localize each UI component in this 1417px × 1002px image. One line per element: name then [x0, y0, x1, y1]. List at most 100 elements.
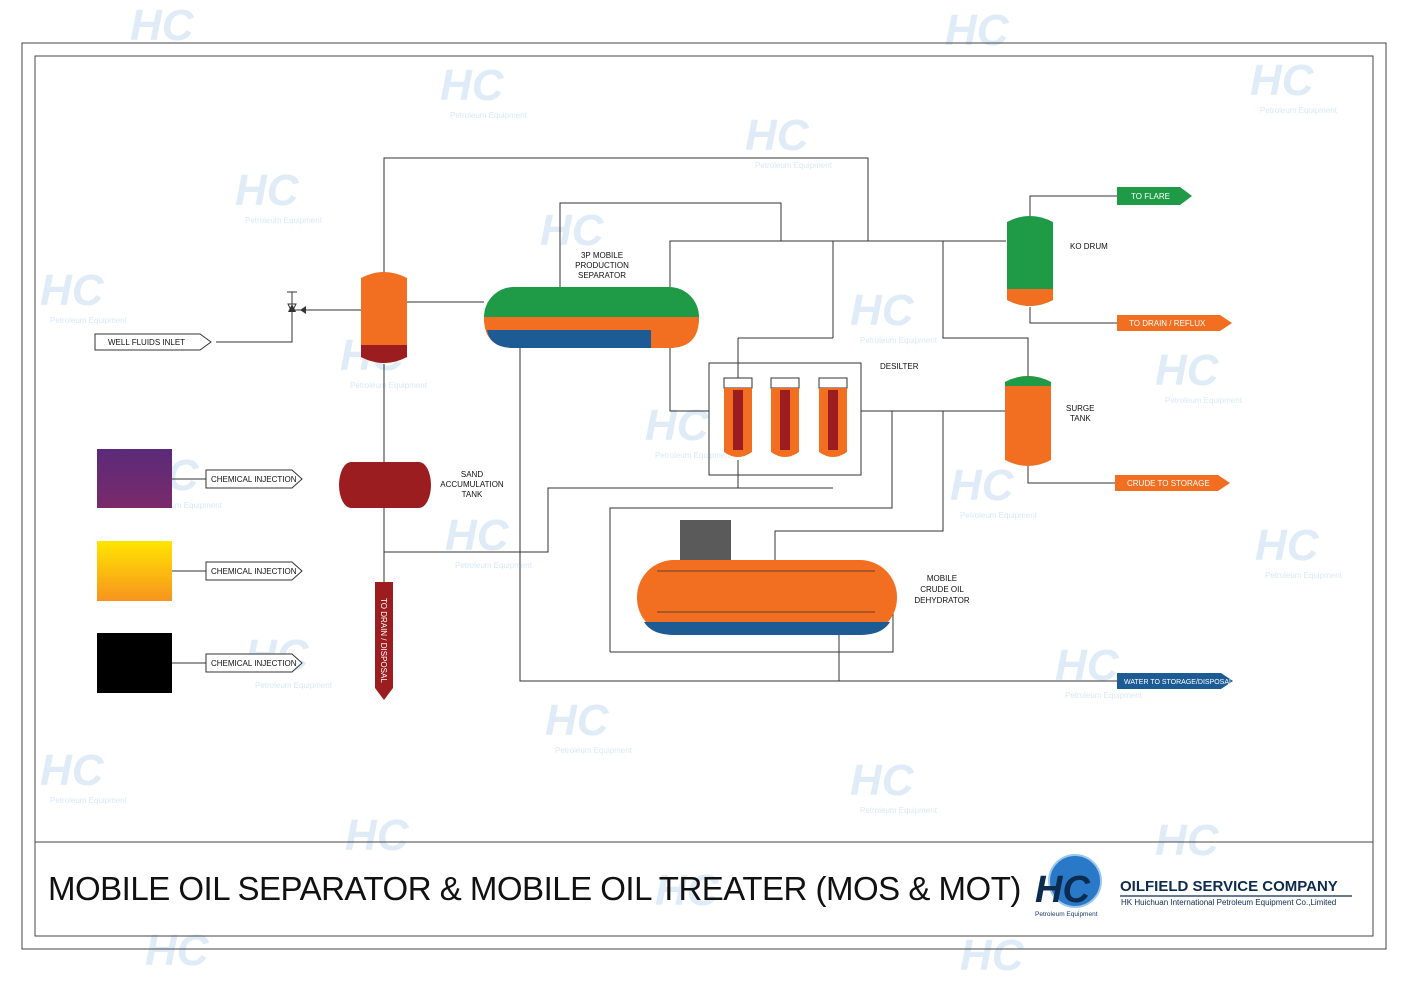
watermark: HC: [130, 1, 195, 50]
sand-tank-label-3: TANK: [462, 490, 483, 499]
label-text: CHEMICAL INJECTION: [211, 567, 297, 576]
three-phase-separator[interactable]: 3P MOBILE PRODUCTION SEPARATOR: [484, 251, 699, 348]
control-valve-icon[interactable]: [287, 291, 306, 314]
label-text: Petroleum Equipment: [960, 511, 1038, 520]
inlet-scrubber-vessel[interactable]: [361, 272, 407, 363]
desilter-cone: [723, 377, 753, 457]
label-text: HC: [40, 266, 105, 315]
label-text: HC: [1055, 641, 1120, 690]
to-drain-disposal-tag[interactable]: TO DRAIN / DISPOSAL: [375, 582, 393, 700]
label-text: HC: [445, 511, 510, 560]
outer-frame: [21, 42, 1387, 950]
desilter-unit[interactable]: DESILTER: [708, 362, 919, 476]
label-text: Petroleum Equipment: [1065, 691, 1143, 700]
sand-tank-label-2: ACCUMULATION: [440, 480, 504, 489]
label-text: TO DRAIN / REFLUX: [1129, 319, 1206, 328]
watermark: HC: [655, 866, 720, 915]
label-text: Petroleum Equipment: [50, 316, 128, 325]
surge-tank-label-1: SURGE: [1066, 404, 1094, 413]
logo-letters: HC: [1035, 869, 1090, 911]
label-text: CRUDE TO STORAGE: [1127, 479, 1210, 488]
label-text: HC: [1155, 346, 1220, 395]
label-text: Petroleum Equipment: [255, 681, 333, 690]
label-text: Petroleum Equipment: [145, 501, 223, 510]
watermark: HC: [1155, 816, 1220, 865]
label-text: HC: [950, 461, 1015, 510]
label-text: CHEMICAL INJECTION: [211, 659, 297, 668]
watermark: HC: [540, 206, 605, 255]
label-text: Petroleum Equipment: [1265, 571, 1343, 580]
label-text: HC: [1255, 521, 1320, 570]
company-name: OILFIELD SERVICE COMPANY: [1120, 878, 1338, 895]
label-text: Petroleum Equipment: [450, 111, 528, 120]
label-text: HC: [645, 401, 710, 450]
watermark: HC: [960, 931, 1025, 980]
label-text: Petroleum Equipment: [50, 796, 128, 805]
label-text: HC: [945, 6, 1010, 55]
surge-tank[interactable]: SURGE TANK: [1005, 376, 1094, 466]
label-text: Petroleum Equipment: [350, 381, 428, 390]
company-subtitle: HK Huichuan International Petroleum Equi…: [1121, 898, 1336, 907]
separator-label-3: SEPARATOR: [578, 271, 626, 280]
label-text: HC: [960, 931, 1025, 980]
separator-label-1: 3P MOBILE: [581, 251, 623, 260]
crude-to-storage-tag[interactable]: CRUDE TO STORAGE: [1115, 475, 1230, 491]
label-text: Petroleum Equipment: [655, 451, 733, 460]
chemical-injection-2[interactable]: CHEMICAL INJECTION: [97, 541, 303, 601]
label-text: HC: [850, 286, 915, 335]
label-text: HC: [850, 756, 915, 805]
inner-frame: [34, 55, 1374, 937]
label-text: HC: [1155, 816, 1220, 865]
label-text: HC: [145, 926, 210, 975]
desilter-cone: [770, 377, 800, 457]
sand-tank-label-1: SAND: [461, 470, 483, 479]
label-text: Petroleum Equipment: [455, 561, 533, 570]
label-text: Petroleum Equipment: [1260, 106, 1338, 115]
to-drain-reflux-tag[interactable]: TO DRAIN / REFLUX: [1117, 315, 1232, 331]
watermark: HC: [145, 926, 210, 975]
label-text: HC: [130, 1, 195, 50]
label-text: WATER TO STORAGE/DISPOSAL: [1124, 679, 1233, 686]
label-text: HC: [40, 746, 105, 795]
label-text: Petroleum Equipment: [860, 336, 938, 345]
logo-caption: Petroleum Equipment: [1035, 911, 1098, 918]
chemical-injection-1[interactable]: CHEMICAL INJECTION: [97, 449, 303, 508]
dehydrator-label-1: MOBILE: [927, 574, 957, 583]
sand-accumulation-tank[interactable]: SAND ACCUMULATION TANK: [339, 462, 504, 508]
label-text: HC: [545, 696, 610, 745]
separator-label-2: PRODUCTION: [575, 261, 629, 270]
dehydrator-label-3: DEHYDRATOR: [914, 596, 969, 605]
water-to-storage-tag[interactable]: WATER TO STORAGE/DISPOSAL: [1117, 673, 1233, 689]
label-text: Petroleum Equipment: [1165, 396, 1243, 405]
label-text: WELL FLUIDS INLET: [108, 338, 185, 347]
label-text: HC: [1250, 56, 1315, 105]
crude-oil-dehydrator[interactable]: MOBILE CRUDE OIL DEHYDRATOR: [637, 520, 970, 635]
chemical-injection-3[interactable]: CHEMICAL INJECTION: [97, 633, 303, 693]
label-text: HC: [745, 111, 810, 160]
ko-drum[interactable]: KO DRUM: [1007, 216, 1108, 306]
well-fluids-inlet-tag[interactable]: WELL FLUIDS INLET: [94, 333, 212, 351]
label-text: Petroleum Equipment: [555, 746, 633, 755]
to-flare-tag[interactable]: TO FLARE: [1117, 187, 1192, 205]
label-text: TO DRAIN / DISPOSAL: [379, 598, 388, 683]
piping: [216, 157, 1117, 682]
label-text: Petroleum Equipment: [860, 806, 938, 815]
label-text: HC: [440, 61, 505, 110]
label-text: TO FLARE: [1131, 192, 1170, 201]
label-text: HC: [655, 866, 720, 915]
page-title: MOBILE OIL SEPARATOR & MOBILE OIL TREATE…: [48, 870, 1021, 907]
label-text: HC: [345, 811, 410, 860]
watermark: HC: [945, 6, 1010, 55]
